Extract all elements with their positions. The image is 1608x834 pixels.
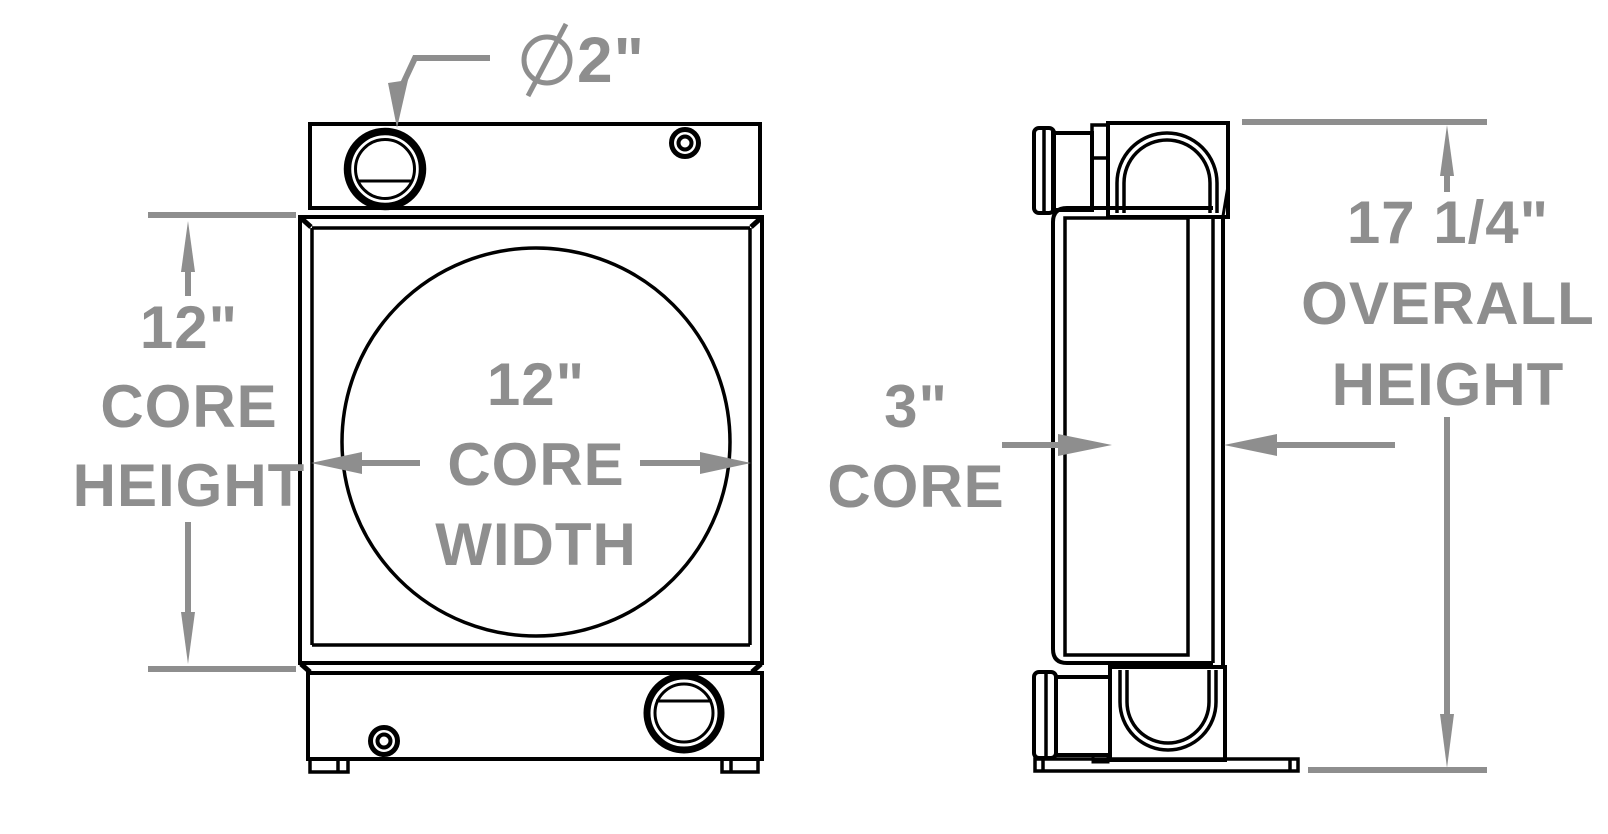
side-core	[1051, 206, 1213, 665]
filler-cap	[343, 127, 427, 211]
side-top-step	[1090, 123, 1110, 160]
overflow-port	[669, 127, 701, 159]
fan-opening	[340, 246, 732, 638]
side-shroud-column	[1211, 216, 1225, 667]
outlet-pipe	[1032, 670, 1112, 764]
side-top-arch	[1115, 131, 1219, 213]
overall-height-word-2: HEIGHT	[1331, 351, 1565, 418]
dimension-graphics	[148, 22, 1487, 773]
cap-diameter-leader	[388, 55, 490, 128]
side-bottom-arch	[1118, 670, 1218, 752]
front-view	[298, 122, 764, 774]
inlet-pipe	[1032, 126, 1094, 215]
core-depth-value: 3"	[884, 373, 948, 440]
front-bottom-tank	[306, 671, 764, 761]
core-width-word-2: WIDTH	[435, 511, 637, 578]
core-width-label: 12" CORE WIDTH	[386, 345, 686, 585]
core-height-dimension	[148, 212, 296, 672]
core-height-word-1: CORE	[100, 373, 278, 440]
core-width-value: 12"	[486, 351, 586, 418]
core-width-dimension	[311, 452, 751, 474]
front-top-tank	[308, 122, 762, 210]
outlet-cap	[643, 672, 725, 754]
overall-height-value: 17 1/4"	[1346, 189, 1550, 256]
core-height-value: 12"	[139, 294, 239, 361]
overall-height-label: 17 1/4" OVERALL HEIGHT	[1296, 182, 1600, 425]
core-width-word-1: CORE	[447, 431, 625, 498]
mounting-foot-right	[720, 757, 760, 774]
base-plate	[1033, 757, 1300, 773]
overall-height-dimension	[1242, 119, 1487, 773]
core-height-word-2: HEIGHT	[72, 452, 306, 519]
diameter-symbol-icon	[521, 22, 573, 98]
core-depth-dimension	[1002, 434, 1395, 456]
core-height-label: 12" CORE HEIGHT	[39, 288, 339, 525]
mounting-foot-left	[308, 757, 350, 774]
cap-diameter-label: 2"	[577, 24, 645, 96]
core-depth-label: 3" CORE	[766, 367, 1066, 527]
overall-height-word-1: OVERALL	[1301, 270, 1595, 337]
front-core-frame	[298, 215, 764, 674]
drain-plug	[368, 725, 400, 757]
core-depth-word: CORE	[827, 453, 1005, 520]
